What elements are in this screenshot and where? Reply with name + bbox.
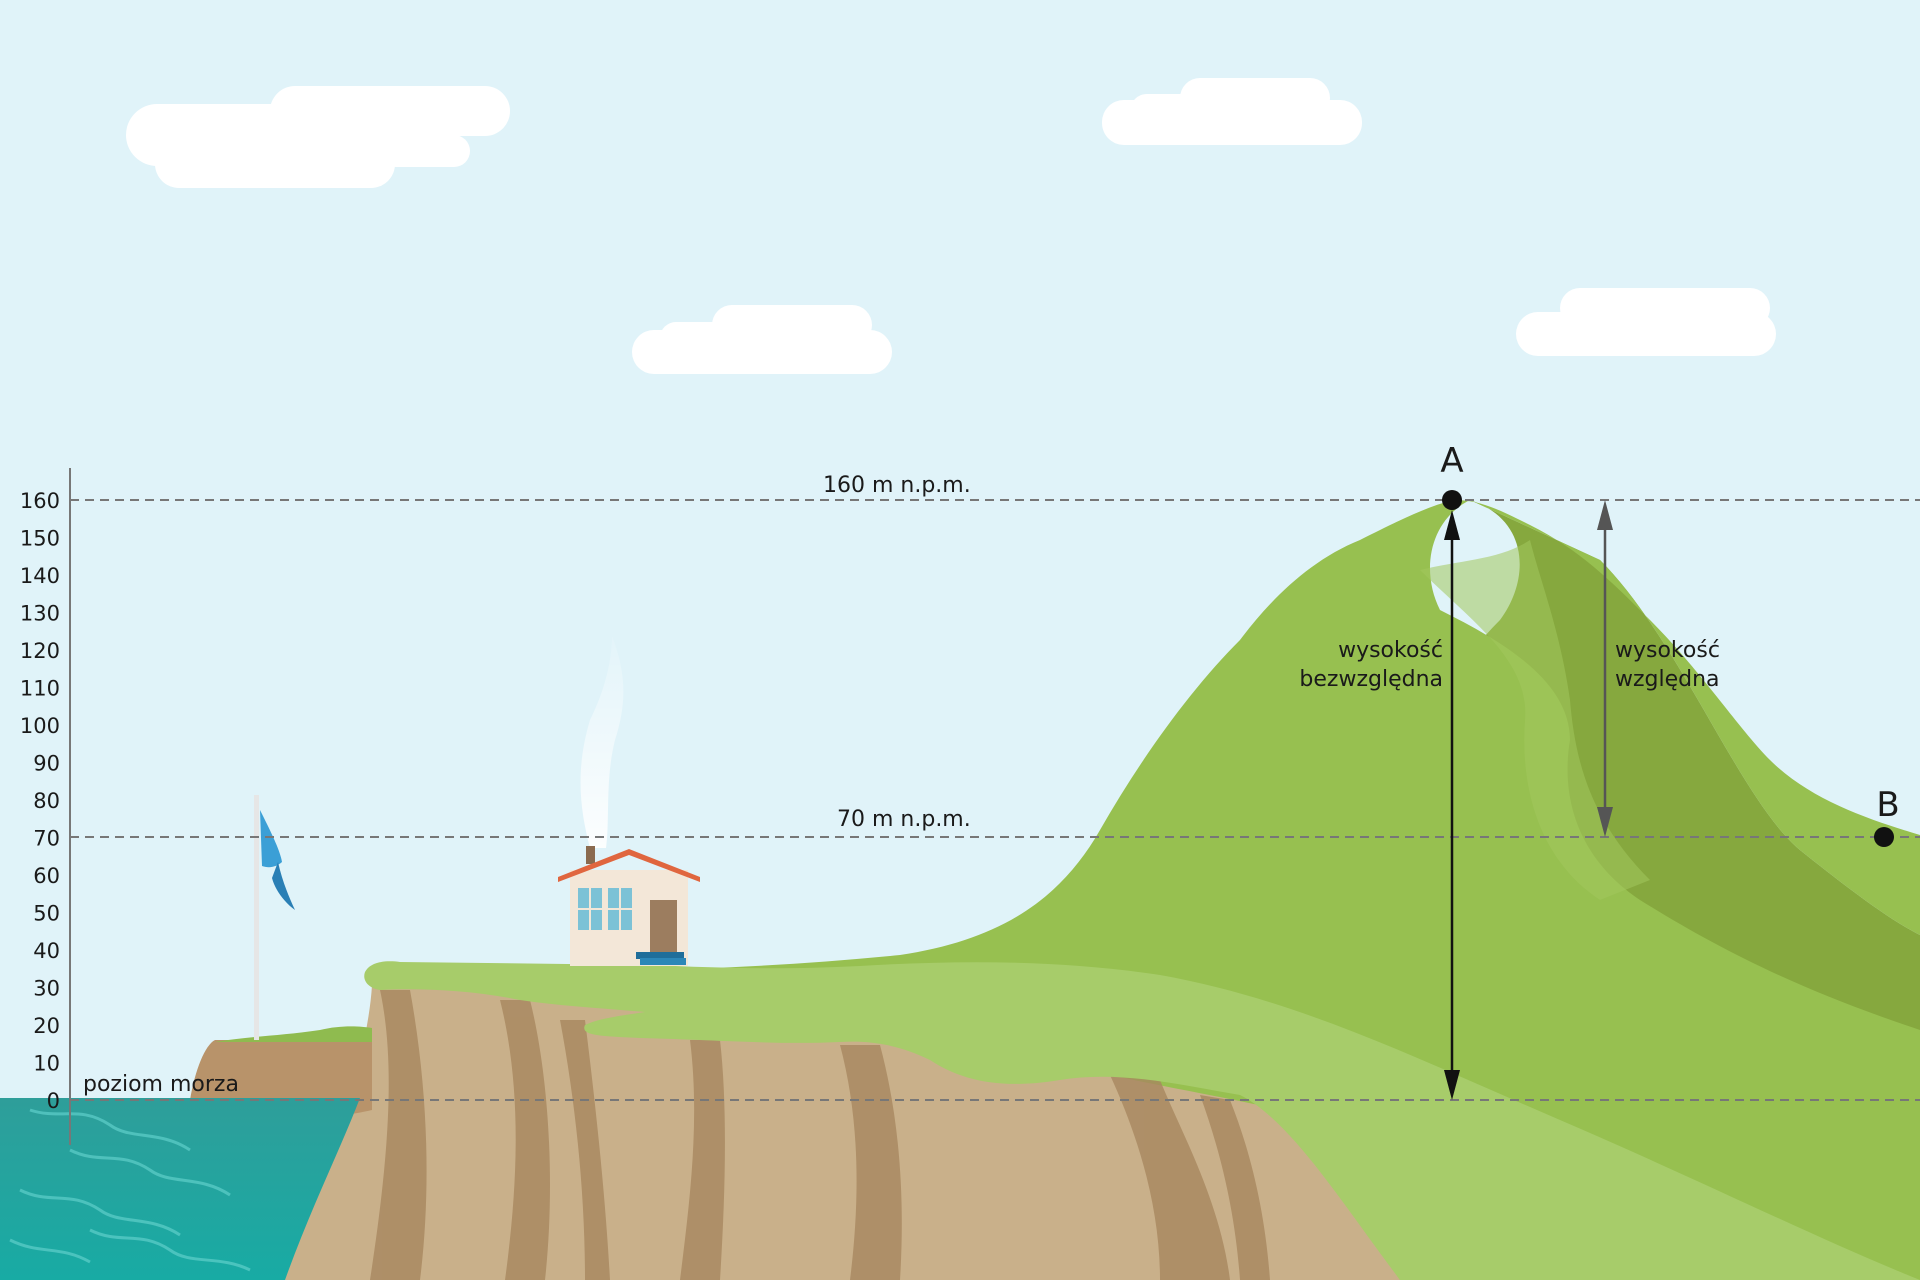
point-b-marker	[1874, 827, 1894, 847]
point-b-label: B	[1876, 785, 1899, 825]
axis-tick-label: 120	[20, 639, 60, 663]
axis-tick-label: 40	[33, 939, 60, 963]
point-a-label: A	[1440, 441, 1463, 481]
axis-tick-label: 110	[20, 677, 60, 701]
axis-tick-label: 50	[33, 902, 60, 926]
sea-level-label: poziom morza	[83, 1072, 239, 1097]
axis-tick-label: 20	[33, 1014, 60, 1038]
smoke-icon	[580, 636, 624, 848]
relative-height-label-line1: wysokość	[1615, 638, 1720, 663]
axis-tick-label: 10	[33, 1052, 60, 1076]
line-160-label: 160 m n.p.m.	[823, 473, 971, 498]
cloud-icon	[126, 86, 510, 188]
flag-icon	[254, 795, 295, 1040]
plateau-grass	[364, 961, 1920, 1280]
axis-tick-label: 100	[20, 714, 60, 738]
absolute-height-label-line2: bezwzględna	[1299, 667, 1443, 692]
axis-tick-label: 140	[20, 564, 60, 588]
axis-tick-label: 90	[33, 752, 60, 776]
absolute-height-arrow	[1444, 510, 1460, 1100]
cloud-icon	[1516, 288, 1776, 356]
sea-waves	[9, 1108, 251, 1272]
cliff-streaks	[370, 990, 1270, 1280]
house-icon	[558, 636, 700, 966]
sea	[0, 1098, 360, 1280]
axis-tick-label: 80	[33, 789, 60, 813]
cloud-icon	[1102, 78, 1362, 145]
axis-tick-label: 150	[20, 527, 60, 551]
cliff-rock	[270, 985, 1400, 1280]
cloud-icon	[632, 305, 892, 374]
absolute-height-label-line1: wysokość	[1338, 638, 1443, 663]
axis-tick-label: 30	[33, 977, 60, 1001]
axis-tick-label: 160	[20, 489, 60, 513]
axis-tick-label: 70	[33, 827, 60, 851]
point-a-marker	[1442, 490, 1462, 510]
hill-shade	[1420, 540, 1650, 900]
line-70-label: 70 m n.p.m.	[837, 807, 971, 832]
axis-tick-label: 130	[20, 602, 60, 626]
relative-height-label-line2: względna	[1615, 667, 1720, 692]
axis-tick-label: 0	[47, 1089, 60, 1113]
axis-tick-label: 60	[33, 864, 60, 888]
relative-height-arrow	[1597, 500, 1613, 837]
